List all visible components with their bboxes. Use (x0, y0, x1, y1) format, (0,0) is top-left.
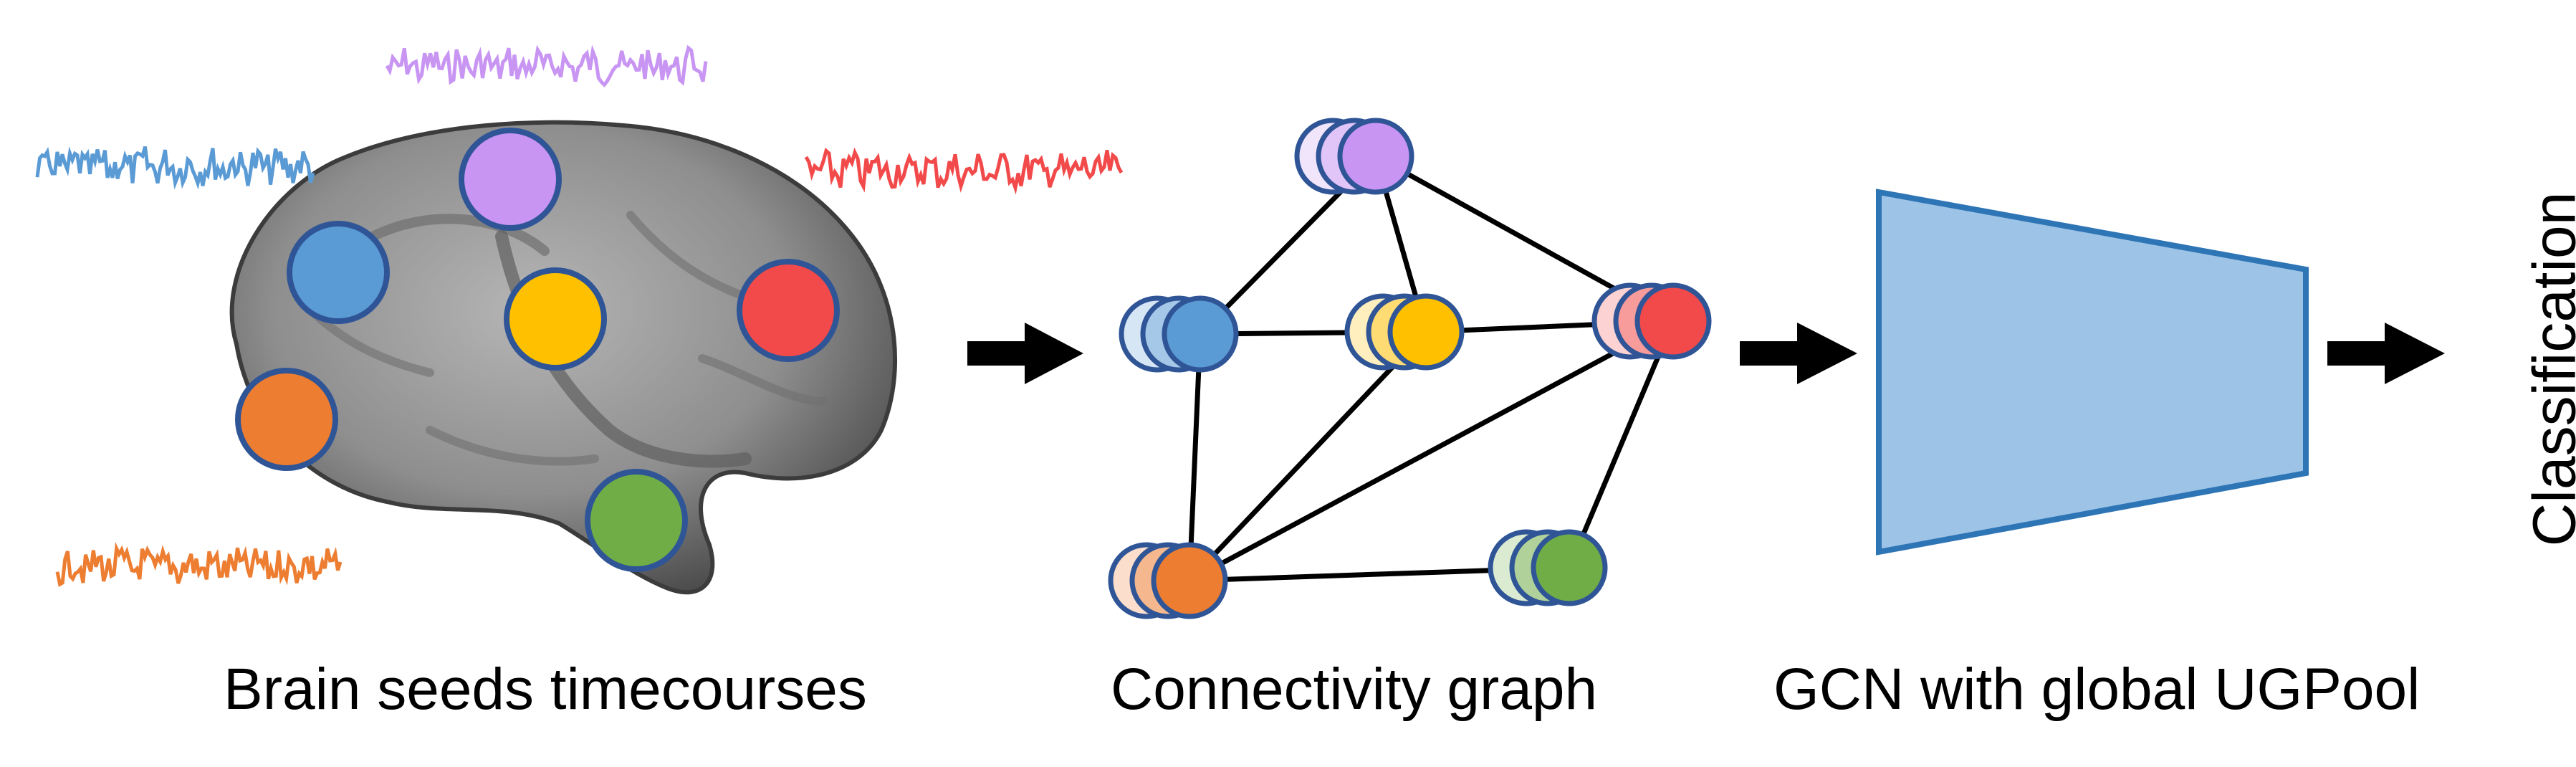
timecourse-blue (35, 146, 315, 190)
arrow-gcn-to-output (2327, 323, 2445, 384)
brain-seed-green (585, 469, 688, 572)
graph-edge-red-orange (1188, 318, 1675, 583)
graph-edge-yellow-orange (1187, 330, 1428, 583)
timecourse-orange (55, 542, 343, 587)
graph-edge-blue-orange (1187, 333, 1203, 581)
timecourse-purple (385, 44, 708, 88)
graph-node-yellow (1344, 293, 1465, 371)
graph-node-blue (1119, 295, 1239, 373)
brain-seed-red (737, 259, 840, 362)
caption-connectivity-graph: Connectivity graph (1111, 657, 1598, 722)
brain-seed-blue (287, 221, 390, 324)
brain-seeds (235, 128, 840, 572)
gcn-block (1876, 189, 2309, 556)
timecourse-red (804, 147, 1124, 195)
graph-edge-red-green (1566, 320, 1676, 569)
caption-brain-seeds: Brain seeds timecourses (224, 657, 867, 722)
brain-seed-yellow (504, 267, 607, 371)
graph-node-green (1488, 529, 1608, 606)
arrow-graph-to-gcn (1740, 323, 1857, 384)
arrow-brain-to-graph (967, 323, 1083, 384)
caption-classification: Classification (2520, 191, 2576, 547)
graph-nodes (1108, 118, 1712, 619)
brain-seed-purple (459, 128, 562, 231)
graph-node-orange (1108, 542, 1228, 619)
brain-seed-orange (235, 368, 338, 471)
graph-node-red (1591, 282, 1712, 360)
seed-timecourses (35, 44, 1124, 587)
caption-gcn: GCN with global UGPool (1773, 657, 2421, 722)
graph-node-purple (1294, 118, 1414, 195)
